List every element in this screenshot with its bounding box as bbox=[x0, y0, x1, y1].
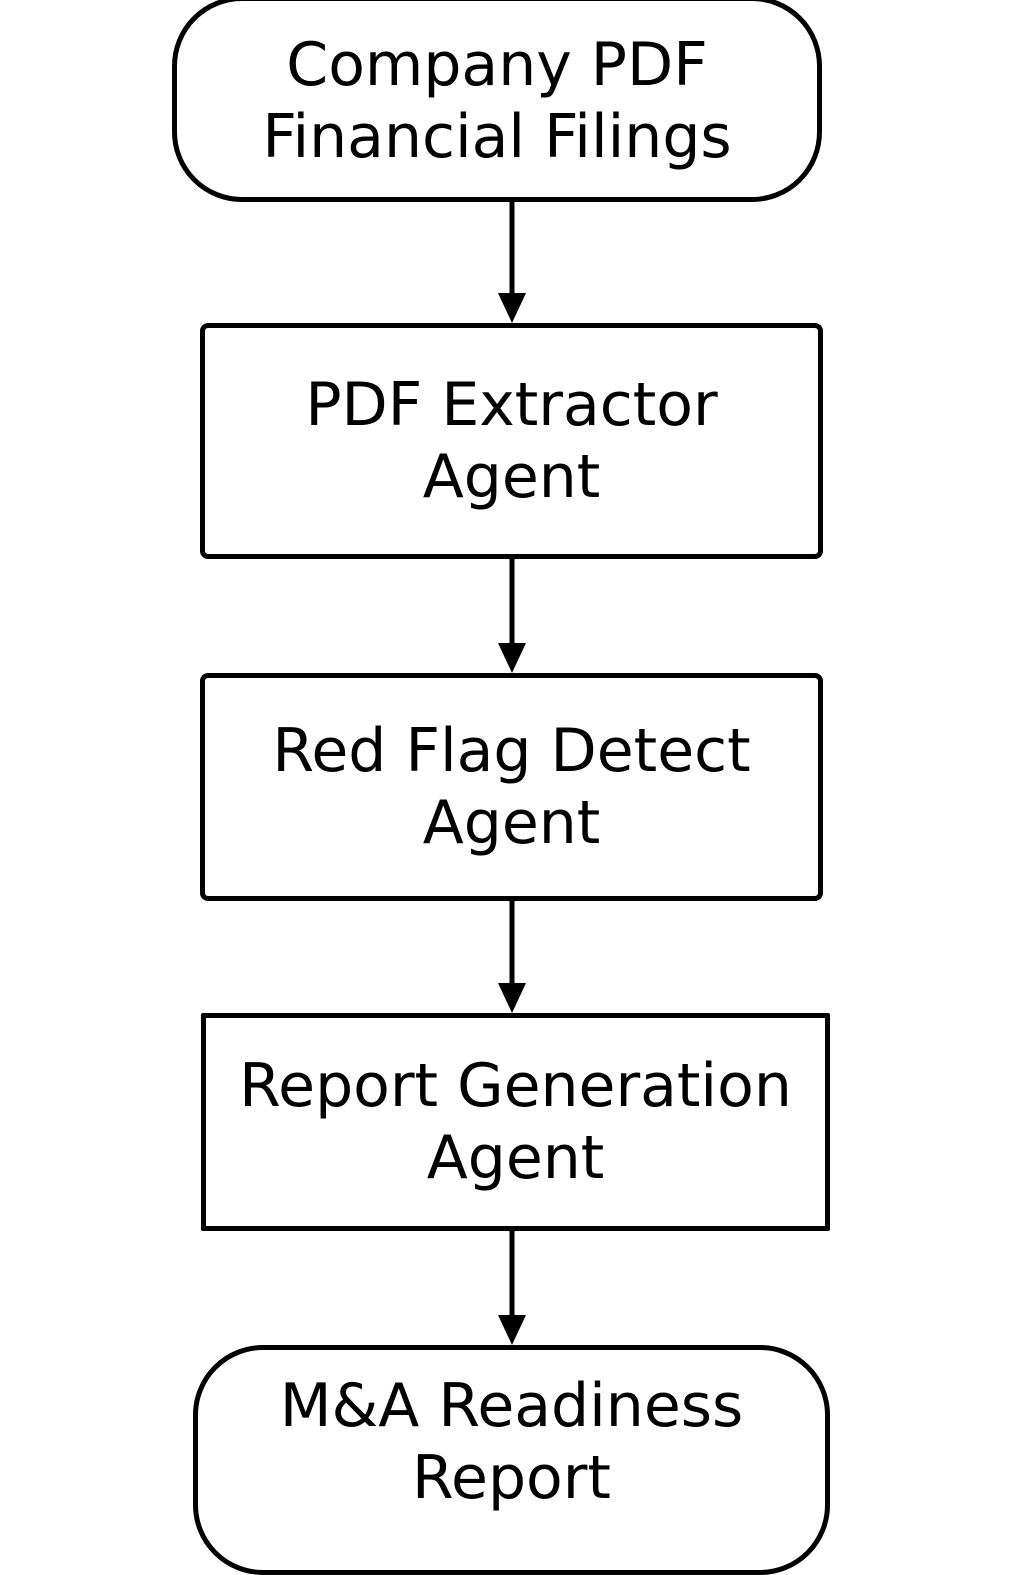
process-node-pdf-extractor-agent: PDF Extractor Agent bbox=[200, 323, 823, 559]
arrow-input-to-extract bbox=[498, 202, 526, 323]
flow-connectors bbox=[498, 202, 526, 1345]
end-node-ma-readiness-report: M&A Readiness Report bbox=[193, 1345, 830, 1575]
node-label-line: Red Flag Detect bbox=[272, 716, 751, 786]
node-label-line: Agent bbox=[422, 788, 601, 858]
flowchart: Company PDF Financial Filings PDF Extrac… bbox=[172, 0, 830, 1575]
process-node-red-flag-detect-agent: Red Flag Detect Agent bbox=[200, 673, 823, 901]
arrow-extract-to-redflag bbox=[498, 559, 526, 673]
arrow-redflag-to-report bbox=[498, 901, 526, 1013]
start-node-company-pdf-financial-filings: Company PDF Financial Filings bbox=[172, 0, 822, 202]
node-label-line: M&A Readiness bbox=[279, 1371, 744, 1441]
node-label-line: Report Generation bbox=[239, 1051, 792, 1121]
node-label-line: Company PDF bbox=[286, 30, 708, 100]
node-label-line: PDF Extractor bbox=[305, 370, 718, 440]
node-label-line: Financial Filings bbox=[262, 102, 732, 172]
node-label-line: Agent bbox=[426, 1123, 605, 1193]
process-node-report-generation-agent: Report Generation Agent bbox=[201, 1013, 830, 1231]
node-label-line: Report bbox=[412, 1443, 611, 1513]
node-label-line: Agent bbox=[422, 442, 601, 512]
arrow-report-to-output bbox=[498, 1231, 526, 1345]
